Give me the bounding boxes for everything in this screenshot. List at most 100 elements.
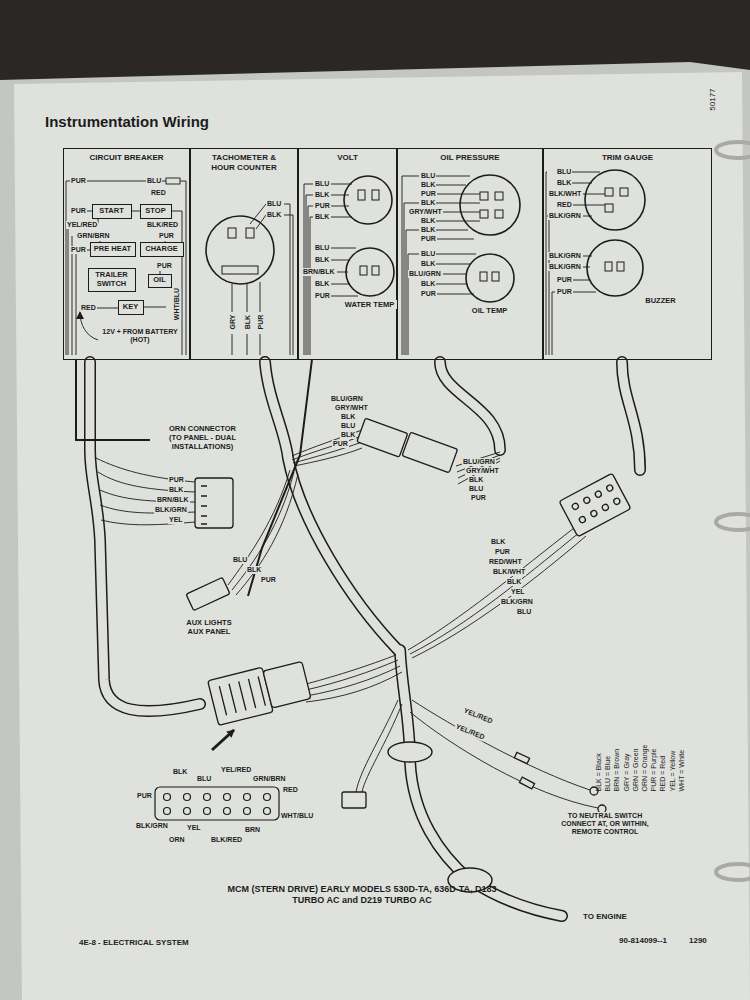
- switch-name: PRE HEAT: [94, 245, 131, 253]
- wire-label: BLU/GRN: [330, 395, 364, 403]
- panel-wire-part: [250, 204, 266, 224]
- wire-label: PUR: [420, 235, 437, 243]
- gauge-terminal: [480, 272, 487, 281]
- wire-label: PUR: [257, 314, 265, 331]
- panel-wire-part: [96, 308, 118, 309]
- wire-label: BLK: [314, 191, 330, 199]
- pin-diagram-part: [184, 794, 191, 801]
- panel-wire-part: [331, 248, 356, 249]
- gauge-terminal-part: [246, 228, 254, 238]
- gauge-rim: [587, 240, 643, 296]
- wire-label: PUR: [70, 177, 87, 185]
- wire-label: BLK: [420, 217, 436, 225]
- legend-entry: PUR = Purple: [650, 677, 659, 792]
- wire-label: BLK/GRN: [548, 263, 582, 271]
- harness-tube-part: [90, 362, 200, 711]
- gauge-name: BUZZER: [637, 296, 685, 305]
- connector-body-part-part: [208, 667, 273, 725]
- switch-box: STOP: [140, 204, 172, 219]
- wire-label: BLU/GRN: [462, 458, 496, 466]
- pin-diagram-part: [204, 794, 211, 801]
- panel-wire-part: [572, 172, 600, 173]
- wire-label: RED: [80, 304, 97, 312]
- loose-wire-part: [356, 700, 398, 792]
- switch-name: OIL: [153, 276, 166, 284]
- connector-body-part: [357, 418, 408, 457]
- connector-body-part: [208, 658, 312, 726]
- wire-label: PUR: [470, 494, 487, 502]
- wire-label: RED: [556, 201, 573, 209]
- pin-diagram-part: [164, 794, 171, 801]
- wire-label: RED: [282, 786, 299, 794]
- panel-wire-part: [162, 181, 166, 182]
- connector-body-part-part: [594, 490, 602, 498]
- panel-wire-part: [404, 203, 419, 355]
- panel-wire-part: [436, 264, 470, 265]
- wire-label: BLU: [232, 556, 248, 564]
- loose-wire-part: [410, 532, 580, 654]
- wire-label: BLU: [314, 244, 330, 252]
- loose-wire-part: [228, 470, 290, 585]
- gauge-terminal: [617, 262, 624, 271]
- panel-wire-part: [331, 260, 350, 261]
- legend-entry: GRN = Green: [631, 677, 640, 792]
- gauge-terminal-part: [228, 228, 236, 238]
- gauge-outline-part: [585, 170, 645, 230]
- gauge-terminal-part: [222, 266, 258, 274]
- connector-body-part: [402, 432, 458, 473]
- panel-wire-part: [308, 206, 349, 355]
- wire-label: PUR: [70, 207, 87, 215]
- wire-label: BLK/WHT: [548, 190, 582, 198]
- wire-label: YEL: [186, 824, 202, 832]
- connector-name: ORN CONNECTOR (TO PANEL - DUAL INSTALLAT…: [163, 424, 243, 451]
- wire-label: GRY/WHT: [334, 404, 369, 412]
- panel-wire-part: [310, 217, 352, 355]
- switch-name: KEY: [123, 303, 138, 311]
- gauge-terminal: [372, 266, 379, 275]
- panel-heading: VOLT: [337, 153, 358, 163]
- connector-body-part-part: [571, 502, 579, 510]
- connector-body-part: [514, 752, 529, 763]
- loose-wire-part: [458, 458, 500, 478]
- wire-label: BLK: [314, 256, 330, 264]
- gauge-terminal-part: [495, 192, 503, 200]
- connector-body-part-part: [559, 473, 631, 536]
- wire-label: BLU: [266, 200, 282, 208]
- legend-entry: BLU = Blue: [604, 677, 613, 792]
- loose-wire-part: [306, 672, 402, 702]
- panel-wire-part: [232, 334, 233, 355]
- wire-label: PUR: [556, 288, 573, 296]
- panel-wire-part: [583, 194, 605, 195]
- instrument-panel: OIL PRESSUREOIL TEMP: [397, 148, 543, 360]
- panel-heading: TRIM GAUGE: [602, 153, 653, 163]
- panel-wire-part: [572, 183, 592, 184]
- wire-label: YEL/RED: [462, 706, 495, 726]
- page-note: 4E-8 - ELECTRICAL SYSTEM: [78, 938, 190, 947]
- panel-wire-part: [443, 212, 480, 213]
- wire-label: BLK/GRN: [500, 598, 534, 606]
- switch-box: START: [92, 204, 132, 219]
- grommet: [388, 742, 492, 892]
- wire-label: PUR: [314, 292, 331, 300]
- connector-body-part: [201, 486, 207, 524]
- wire-label: BLK/RED: [146, 221, 179, 229]
- connector-body-part-part: [583, 496, 591, 504]
- pin-diagram-part: [155, 787, 279, 820]
- loose-wire-part: [100, 505, 195, 513]
- loose-wire-part: [294, 448, 362, 466]
- gauge-circle: OIL TEMP: [462, 252, 518, 318]
- loose-wire-part: [232, 472, 294, 590]
- connector-body-part-part: [606, 484, 614, 492]
- loose-wire-part: [410, 712, 598, 808]
- wire-label: PUR: [494, 548, 511, 556]
- panel-heading: TACHOMETER & HOUR COUNTER: [204, 153, 284, 173]
- harness-tube-part: [622, 362, 640, 470]
- connector-body-part-part: [219, 676, 265, 715]
- panel-wire-part: [552, 292, 555, 355]
- connector-body-part-part: [590, 509, 598, 517]
- figure-number: 50177: [708, 87, 717, 111]
- loose-wire-part: [362, 704, 402, 792]
- instrument-panel: VOLTWATER TEMP: [298, 148, 397, 360]
